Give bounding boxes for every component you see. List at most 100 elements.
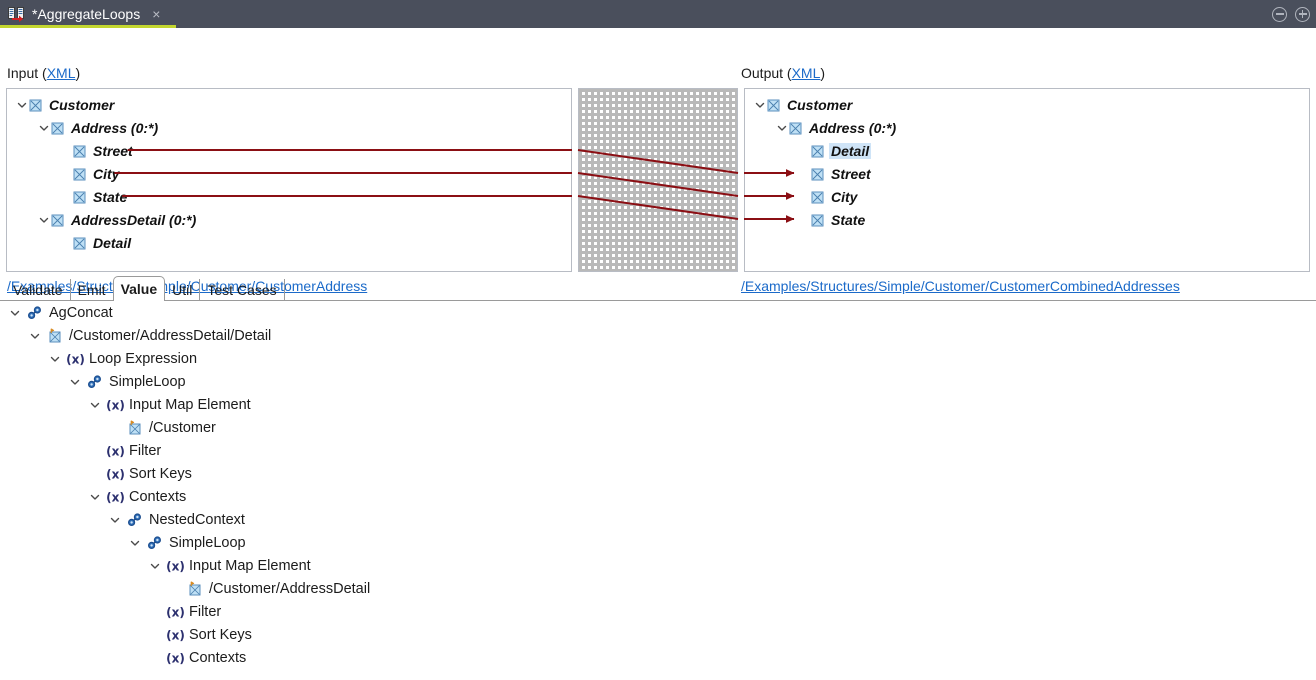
expr-node--customer[interactable]: /Customer — [108, 416, 216, 439]
expr-node-label: Input Map Element — [189, 557, 311, 574]
tab-util[interactable]: Util — [165, 279, 201, 301]
input-xml-link[interactable]: XML — [46, 65, 76, 81]
expr-node-nestedcontext[interactable]: NestedContext — [108, 508, 245, 531]
maximize-icon[interactable] — [1295, 6, 1310, 22]
chevron-down-icon[interactable] — [88, 490, 102, 504]
tree-node-label: Customer — [787, 97, 853, 113]
output-structure-path[interactable]: /Examples/Structures/Simple/Customer/Cus… — [741, 278, 1180, 294]
structure-node-icon — [73, 191, 86, 204]
tree-node-state[interactable]: State — [59, 187, 129, 207]
tree-node-address-0-[interactable]: Address (0:*) — [37, 118, 160, 138]
structure-node-icon — [811, 145, 824, 158]
mapping-link-street[interactable] — [127, 149, 795, 177]
expr-node-sort-keys[interactable]: (x)Sort Keys — [88, 462, 192, 485]
tree-node-label: Street — [93, 143, 133, 159]
expr-node-label: Contexts — [129, 488, 187, 505]
output-xml-link[interactable]: XML — [791, 65, 821, 81]
expr-node-contexts[interactable]: (x)Contexts — [148, 646, 246, 669]
tree-node-detail[interactable]: Detail — [59, 233, 133, 253]
chevron-down-icon[interactable] — [8, 306, 22, 320]
mapping-grid-panel[interactable] — [578, 88, 738, 272]
chevron-down-icon[interactable] — [108, 513, 122, 527]
chain-link-icon — [87, 374, 103, 390]
expr-node-filter[interactable]: (x)Filter — [88, 439, 161, 462]
expr-node-input-map-element[interactable]: (x)Input Map Element — [88, 393, 251, 416]
structure-node-icon — [811, 214, 824, 227]
expression-x-icon: (x) — [107, 397, 124, 413]
output-label-suffix: ) — [820, 65, 826, 81]
structure-node-icon — [73, 237, 86, 250]
expr-node-label: Loop Expression — [89, 350, 198, 367]
map-node-icon — [187, 580, 203, 597]
close-icon[interactable]: × — [152, 6, 161, 22]
chevron-down-icon[interactable] — [775, 121, 789, 135]
svg-text:(x): (x) — [167, 605, 184, 619]
expr-node-contexts[interactable]: (x)Contexts — [88, 485, 186, 508]
mapping-links-overlay — [114, 149, 795, 223]
tree-node-address-0-[interactable]: Address (0:*) — [775, 118, 898, 138]
tree-node-city[interactable]: City — [797, 187, 859, 207]
tree-spacer — [148, 651, 162, 665]
chevron-down-icon[interactable] — [128, 536, 142, 550]
svg-text:(x): (x) — [167, 559, 184, 573]
svg-text:(x): (x) — [107, 467, 124, 481]
tab-label: Test Cases — [207, 282, 277, 298]
chevron-down-icon[interactable] — [68, 375, 82, 389]
chevron-down-icon[interactable] — [37, 121, 51, 135]
tree-node-customer[interactable]: Customer — [15, 95, 116, 115]
tree-node-label: Customer — [49, 97, 115, 113]
expression-x-icon: (x) — [67, 351, 84, 367]
expr-node-label: Contexts — [189, 649, 247, 666]
tab-label: Validate — [13, 282, 63, 298]
expr-node-filter[interactable]: (x) Filter — [148, 600, 221, 623]
chevron-down-icon[interactable] — [15, 98, 29, 112]
tree-node-customer[interactable]: Customer — [753, 95, 854, 115]
tree-node-state[interactable]: State — [797, 210, 867, 230]
tree-node-street[interactable]: Street — [59, 141, 135, 161]
expr-node-loop-expression[interactable]: (x) Loop Expression — [48, 347, 197, 370]
structure-node-icon — [811, 191, 824, 204]
expr-node-label: SimpleLoop — [169, 534, 246, 551]
svg-text:(x): (x) — [167, 628, 184, 642]
input-structure-path[interactable]: /Examples/Structures/Simple/Customer/Cus… — [7, 278, 368, 294]
chain-link-icon — [127, 512, 143, 528]
tab-emit[interactable]: Emit — [71, 279, 113, 301]
expression-x-icon: (x) — [167, 558, 184, 574]
tree-node-label: Street — [831, 166, 871, 182]
map-node-icon — [127, 419, 143, 436]
expr-node-sort-keys[interactable]: (x) Sort Keys — [148, 623, 252, 646]
structure-node-icon — [73, 145, 86, 158]
expr-node-label: Filter — [189, 603, 222, 620]
mapping-link-city[interactable] — [114, 172, 795, 200]
expr-node-input-map-element[interactable]: (x) Input Map Element — [148, 554, 311, 577]
tab-validate[interactable]: Validate — [6, 279, 71, 301]
tree-node-detail[interactable]: Detail — [797, 141, 872, 161]
document-tab-aggregateloops[interactable]: *AggregateLoops × — [0, 0, 176, 28]
tab-value[interactable]: Value — [112, 276, 166, 301]
tree-node-addressdetail-0-[interactable]: AddressDetail (0:*) — [37, 210, 198, 230]
chevron-down-icon[interactable] — [37, 213, 51, 227]
expr-node-simpleloop[interactable]: SimpleLoop — [68, 370, 186, 393]
chevron-down-icon[interactable] — [28, 329, 42, 343]
chevron-down-icon[interactable] — [88, 398, 102, 412]
tree-node-city[interactable]: City — [59, 164, 121, 184]
expr-node--customer-addressdetail[interactable]: /Customer/AddressDetail — [168, 577, 370, 600]
mapping-link-state[interactable] — [122, 195, 795, 223]
chevron-down-icon[interactable] — [148, 559, 162, 573]
tree-spacer — [88, 467, 102, 481]
tree-node-street[interactable]: Street — [797, 164, 873, 184]
chevron-down-icon[interactable] — [753, 98, 767, 112]
expr-node-agconcat[interactable]: AgConcat — [8, 301, 113, 324]
expr-node-label: /Customer — [149, 419, 216, 436]
chevron-down-icon[interactable] — [48, 352, 62, 366]
minimize-icon[interactable] — [1272, 6, 1287, 22]
tab-test-cases[interactable]: Test Cases — [200, 279, 285, 301]
expression-tree[interactable]: AgConcat/Customer/AddressDetail/Detail(x… — [0, 301, 1316, 680]
expr-node--customer-addressdetail-detail[interactable]: /Customer/AddressDetail/Detail — [28, 324, 271, 347]
structure-node-icon — [29, 99, 42, 112]
expr-node-simpleloop[interactable]: SimpleLoop — [128, 531, 246, 554]
tab-label: Value — [120, 281, 158, 297]
expr-node-label: Sort Keys — [189, 626, 252, 643]
